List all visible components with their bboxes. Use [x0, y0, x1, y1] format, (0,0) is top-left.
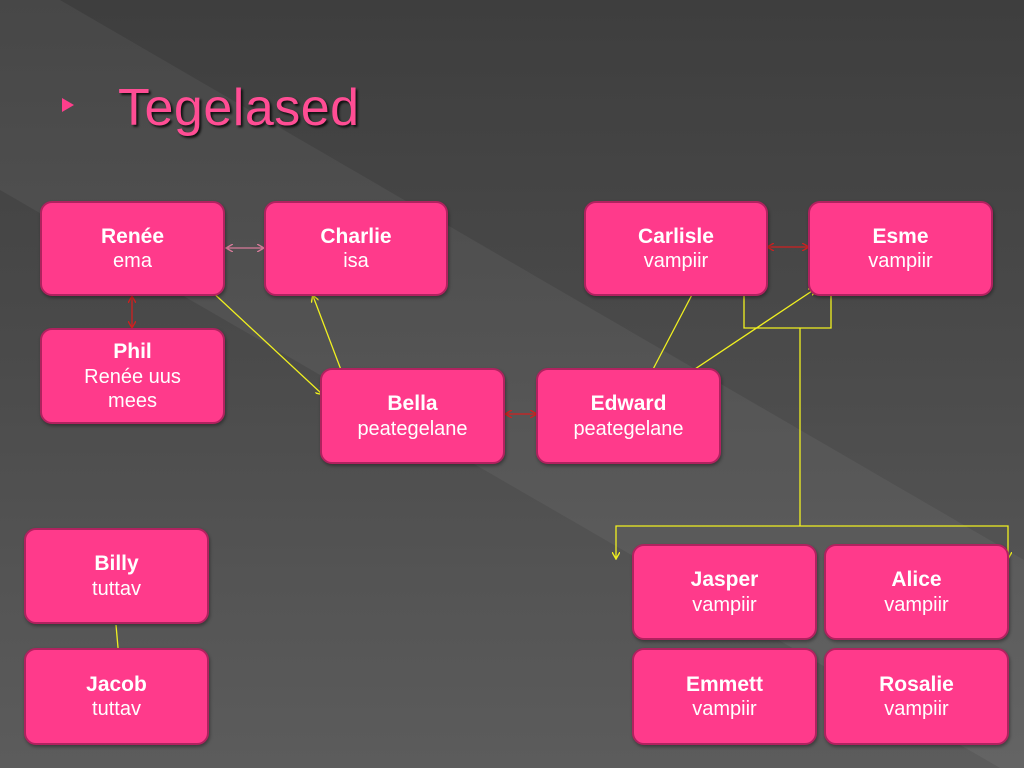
character-box-esme: Esme vampiir — [808, 201, 993, 296]
character-name: Rosalie — [879, 672, 954, 696]
character-box-bella: Bella peategelane — [320, 368, 505, 464]
character-box-rosalie: Rosalie vampiir — [824, 648, 1009, 745]
character-name: Alice — [891, 568, 942, 592]
character-name: Carlisle — [638, 224, 714, 248]
character-box-billy: Billy tuttav — [24, 528, 209, 624]
character-box-charlie: Charlie isa — [264, 201, 448, 296]
slide-title: Tegelased — [118, 79, 360, 137]
character-name: Bella — [387, 392, 438, 416]
character-role: Renée uus mees — [84, 365, 181, 412]
title-bullet-icon — [62, 98, 74, 112]
character-name: Emmett — [685, 672, 764, 696]
character-role: peategelane — [357, 417, 468, 440]
character-box-emmett: Emmett vampiir — [632, 648, 817, 745]
character-name: Esme — [872, 224, 929, 248]
character-name: Edward — [590, 392, 667, 416]
character-name: Jasper — [690, 568, 759, 592]
character-role: tuttav — [92, 698, 141, 721]
character-role: ema — [113, 250, 152, 273]
character-name: Renée — [100, 224, 165, 248]
character-role: vampiir — [692, 593, 757, 616]
character-role: vampiir — [692, 698, 757, 721]
character-box-renee: Renée ema — [40, 201, 225, 296]
character-role: vampiir — [868, 250, 933, 273]
character-name: Charlie — [320, 224, 392, 248]
character-box-jacob: Jacob tuttav — [24, 648, 209, 745]
character-name: Phil — [113, 340, 152, 364]
character-box-carlisle: Carlisle vampiir — [584, 201, 768, 296]
character-role: vampiir — [884, 698, 949, 721]
character-box-jasper: Jasper vampiir — [632, 544, 817, 640]
character-box-edward: Edward peategelane — [536, 368, 721, 464]
character-role: isa — [343, 250, 369, 273]
character-role: vampiir — [884, 593, 949, 616]
character-box-phil: Phil Renée uus mees — [40, 328, 225, 424]
character-role: peategelane — [573, 417, 684, 440]
character-box-alice: Alice vampiir — [824, 544, 1009, 640]
character-name: Jacob — [86, 672, 147, 696]
character-role: vampiir — [643, 250, 709, 273]
character-role: tuttav — [92, 577, 141, 600]
character-name: Billy — [94, 552, 139, 576]
